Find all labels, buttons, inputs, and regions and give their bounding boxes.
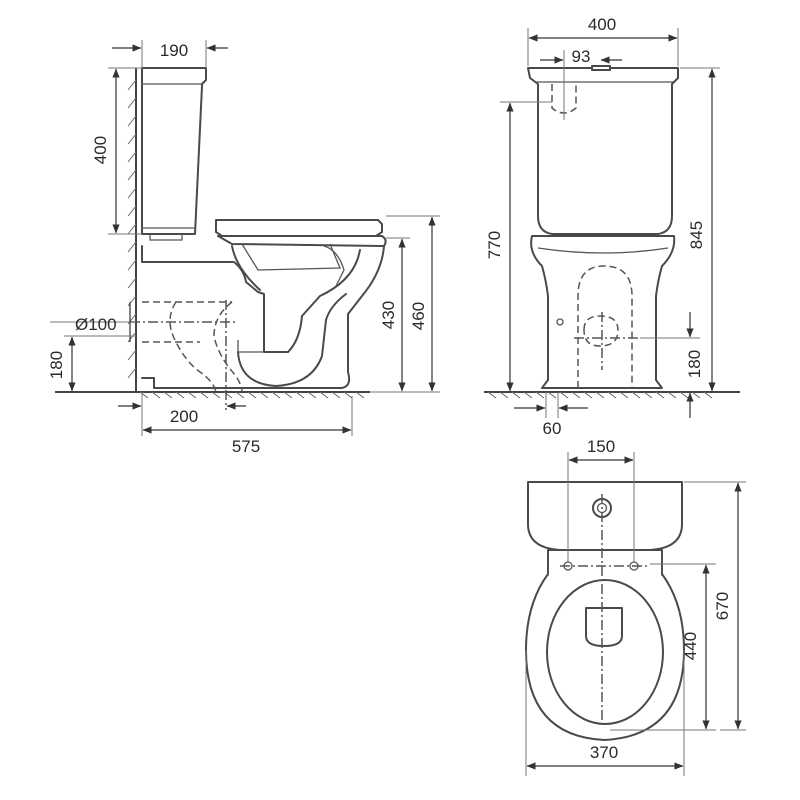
floor-front <box>484 391 740 399</box>
dim-bowl-width: 370 <box>590 743 618 762</box>
front-view <box>484 65 740 399</box>
dim-foot-width: 60 <box>543 419 562 438</box>
dim-bowl-length: 440 <box>681 632 700 660</box>
top-dimensions: 150 440 670 370 <box>525 437 746 776</box>
cistern-front <box>527 65 679 235</box>
cistern-top <box>527 481 683 551</box>
wall <box>127 68 137 392</box>
dim-overall-depth: 575 <box>232 437 260 456</box>
dim-button-offset: 93 <box>572 47 591 66</box>
hidden-outlet-side <box>130 300 243 410</box>
dim-tank-height: 400 <box>91 136 110 164</box>
dim-fixing-spacing: 150 <box>587 437 615 456</box>
bowl-side <box>141 245 385 389</box>
dim-inlet-height: 770 <box>485 231 504 259</box>
floor-side <box>55 391 370 399</box>
front-dimensions: 400 93 770 845 180 60 <box>485 15 720 438</box>
dim-bowl-height: 430 <box>379 301 398 329</box>
dim-drain-diameter: Ø100 <box>75 315 117 334</box>
dim-drain-height-front: 180 <box>685 350 704 378</box>
seat-side <box>215 219 387 271</box>
dim-tank-width: 400 <box>588 15 616 34</box>
cistern-side <box>141 67 207 241</box>
dim-seat-height: 460 <box>409 302 428 330</box>
dim-drain-height-side: 180 <box>47 351 66 379</box>
dim-drain-offset: 200 <box>170 407 198 426</box>
side-view <box>55 67 387 410</box>
side-dimensions: 190 400 Ø100 180 200 575 430 460 <box>47 40 440 456</box>
bowl-top <box>525 494 685 741</box>
dim-tank-depth: 190 <box>160 41 188 60</box>
pedestal-front <box>530 235 676 389</box>
dim-overall-height: 845 <box>687 221 706 249</box>
dim-overall-length: 670 <box>713 592 732 620</box>
top-view <box>525 481 685 741</box>
